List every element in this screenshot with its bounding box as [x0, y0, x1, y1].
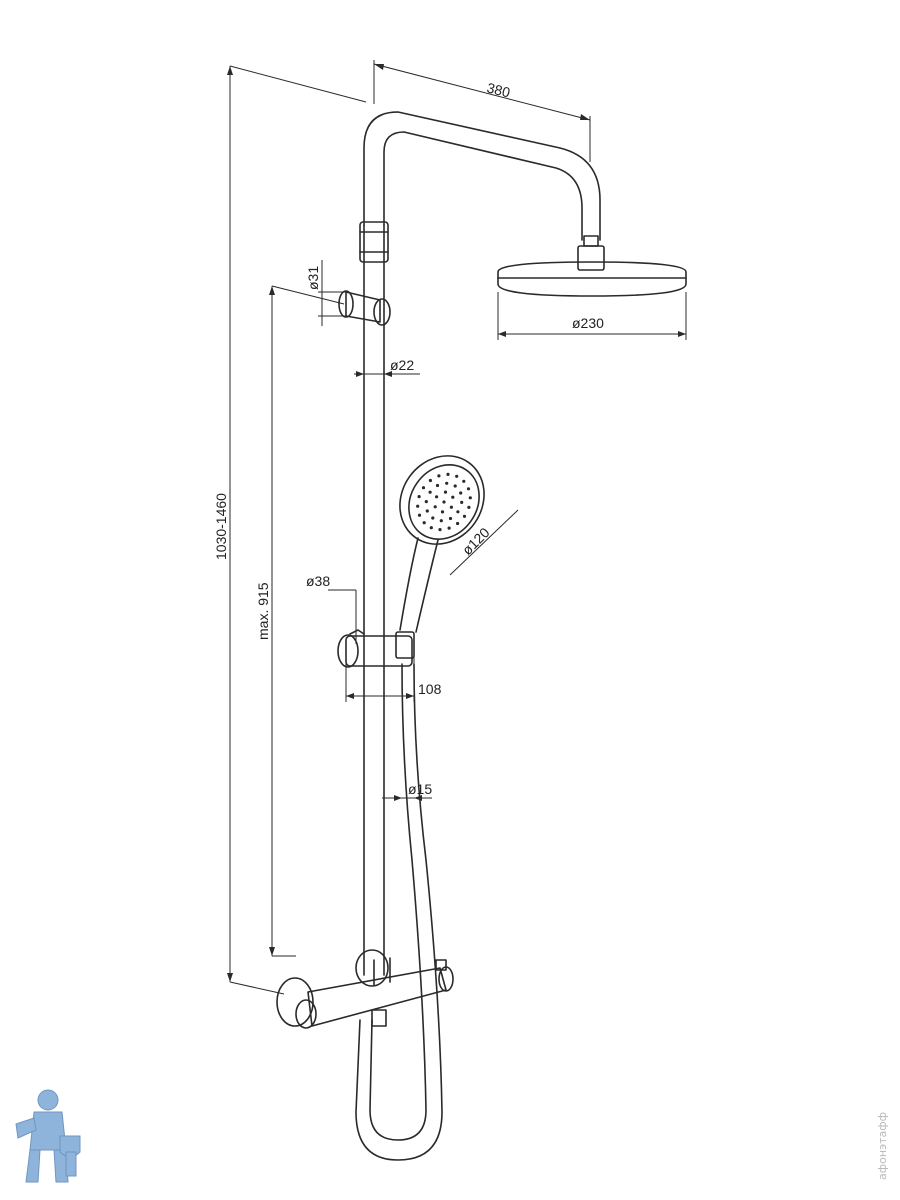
riser-pipe [363, 224, 385, 976]
dim-head-diameter: ø230 [572, 315, 604, 331]
nozzle-dot [417, 513, 422, 517]
nozzle-dot [417, 495, 421, 499]
nozzle-dot [424, 500, 428, 504]
dim-total-height: 1030-1460 [213, 493, 229, 560]
wall-holder [338, 290, 391, 326]
nozzle-dot [468, 496, 472, 500]
nozzle-dot [425, 509, 429, 513]
rain-shower-head [497, 235, 687, 297]
top-clamp [359, 221, 389, 263]
nozzle-dot [455, 474, 459, 478]
nozzle-dot [466, 487, 471, 491]
plumber-mascot-logo [15, 1089, 81, 1183]
nozzle-dot [460, 500, 464, 504]
hand-shower [399, 455, 485, 633]
dimension-arrows [227, 64, 686, 982]
dim-arm-length: 380 [485, 79, 512, 100]
nozzle-dot [428, 490, 432, 494]
shower-arm [363, 111, 601, 241]
nozzle-dot [435, 495, 439, 499]
nozzle-dot [443, 490, 448, 494]
nozzle-dot [462, 479, 466, 483]
shower-hose [355, 663, 443, 1161]
nozzle-dot [442, 500, 446, 504]
thermostatic-mixer [276, 949, 454, 1029]
dim-slider-diameter: ø38 [306, 573, 330, 589]
nozzle-dot [459, 491, 463, 495]
nozzle-dot [431, 516, 435, 520]
nozzle-dot [416, 504, 420, 508]
nozzle-dot [456, 521, 460, 526]
hand-shower-nozzles [416, 472, 472, 532]
nozzle-dot [429, 526, 433, 530]
nozzle-dot [435, 483, 440, 488]
nozzle-dot [451, 495, 455, 499]
dim-max-height: max. 915 [255, 582, 271, 640]
nozzle-dot [438, 528, 442, 532]
dim-hose-diameter: ø15 [408, 781, 432, 797]
dim-holder-diameter: ø31 [305, 266, 321, 290]
nozzle-dot [421, 486, 426, 490]
nozzle-dot [449, 505, 453, 509]
hand-shower-slider [337, 629, 415, 668]
nozzle-dot [453, 484, 457, 488]
nozzle-dot [467, 505, 471, 509]
dim-rail-diameter: ø22 [390, 357, 414, 373]
nozzle-dot [437, 474, 441, 478]
nozzle-dot [439, 519, 443, 523]
nozzle-dot [447, 526, 451, 530]
watermark-text: афонэтафф [876, 1112, 889, 1180]
nozzle-dot [445, 481, 449, 485]
nozzle-dot [448, 516, 453, 521]
dim-slider-depth: 108 [418, 681, 442, 697]
nozzle-dot [456, 510, 460, 514]
nozzle-dot [428, 478, 432, 483]
nozzle-dot [433, 505, 437, 509]
nozzle-dot [446, 472, 450, 476]
nozzle-dot [440, 510, 445, 514]
dimension-lines [229, 60, 687, 995]
nozzle-dot [462, 514, 467, 518]
nozzle-dot [422, 521, 426, 525]
